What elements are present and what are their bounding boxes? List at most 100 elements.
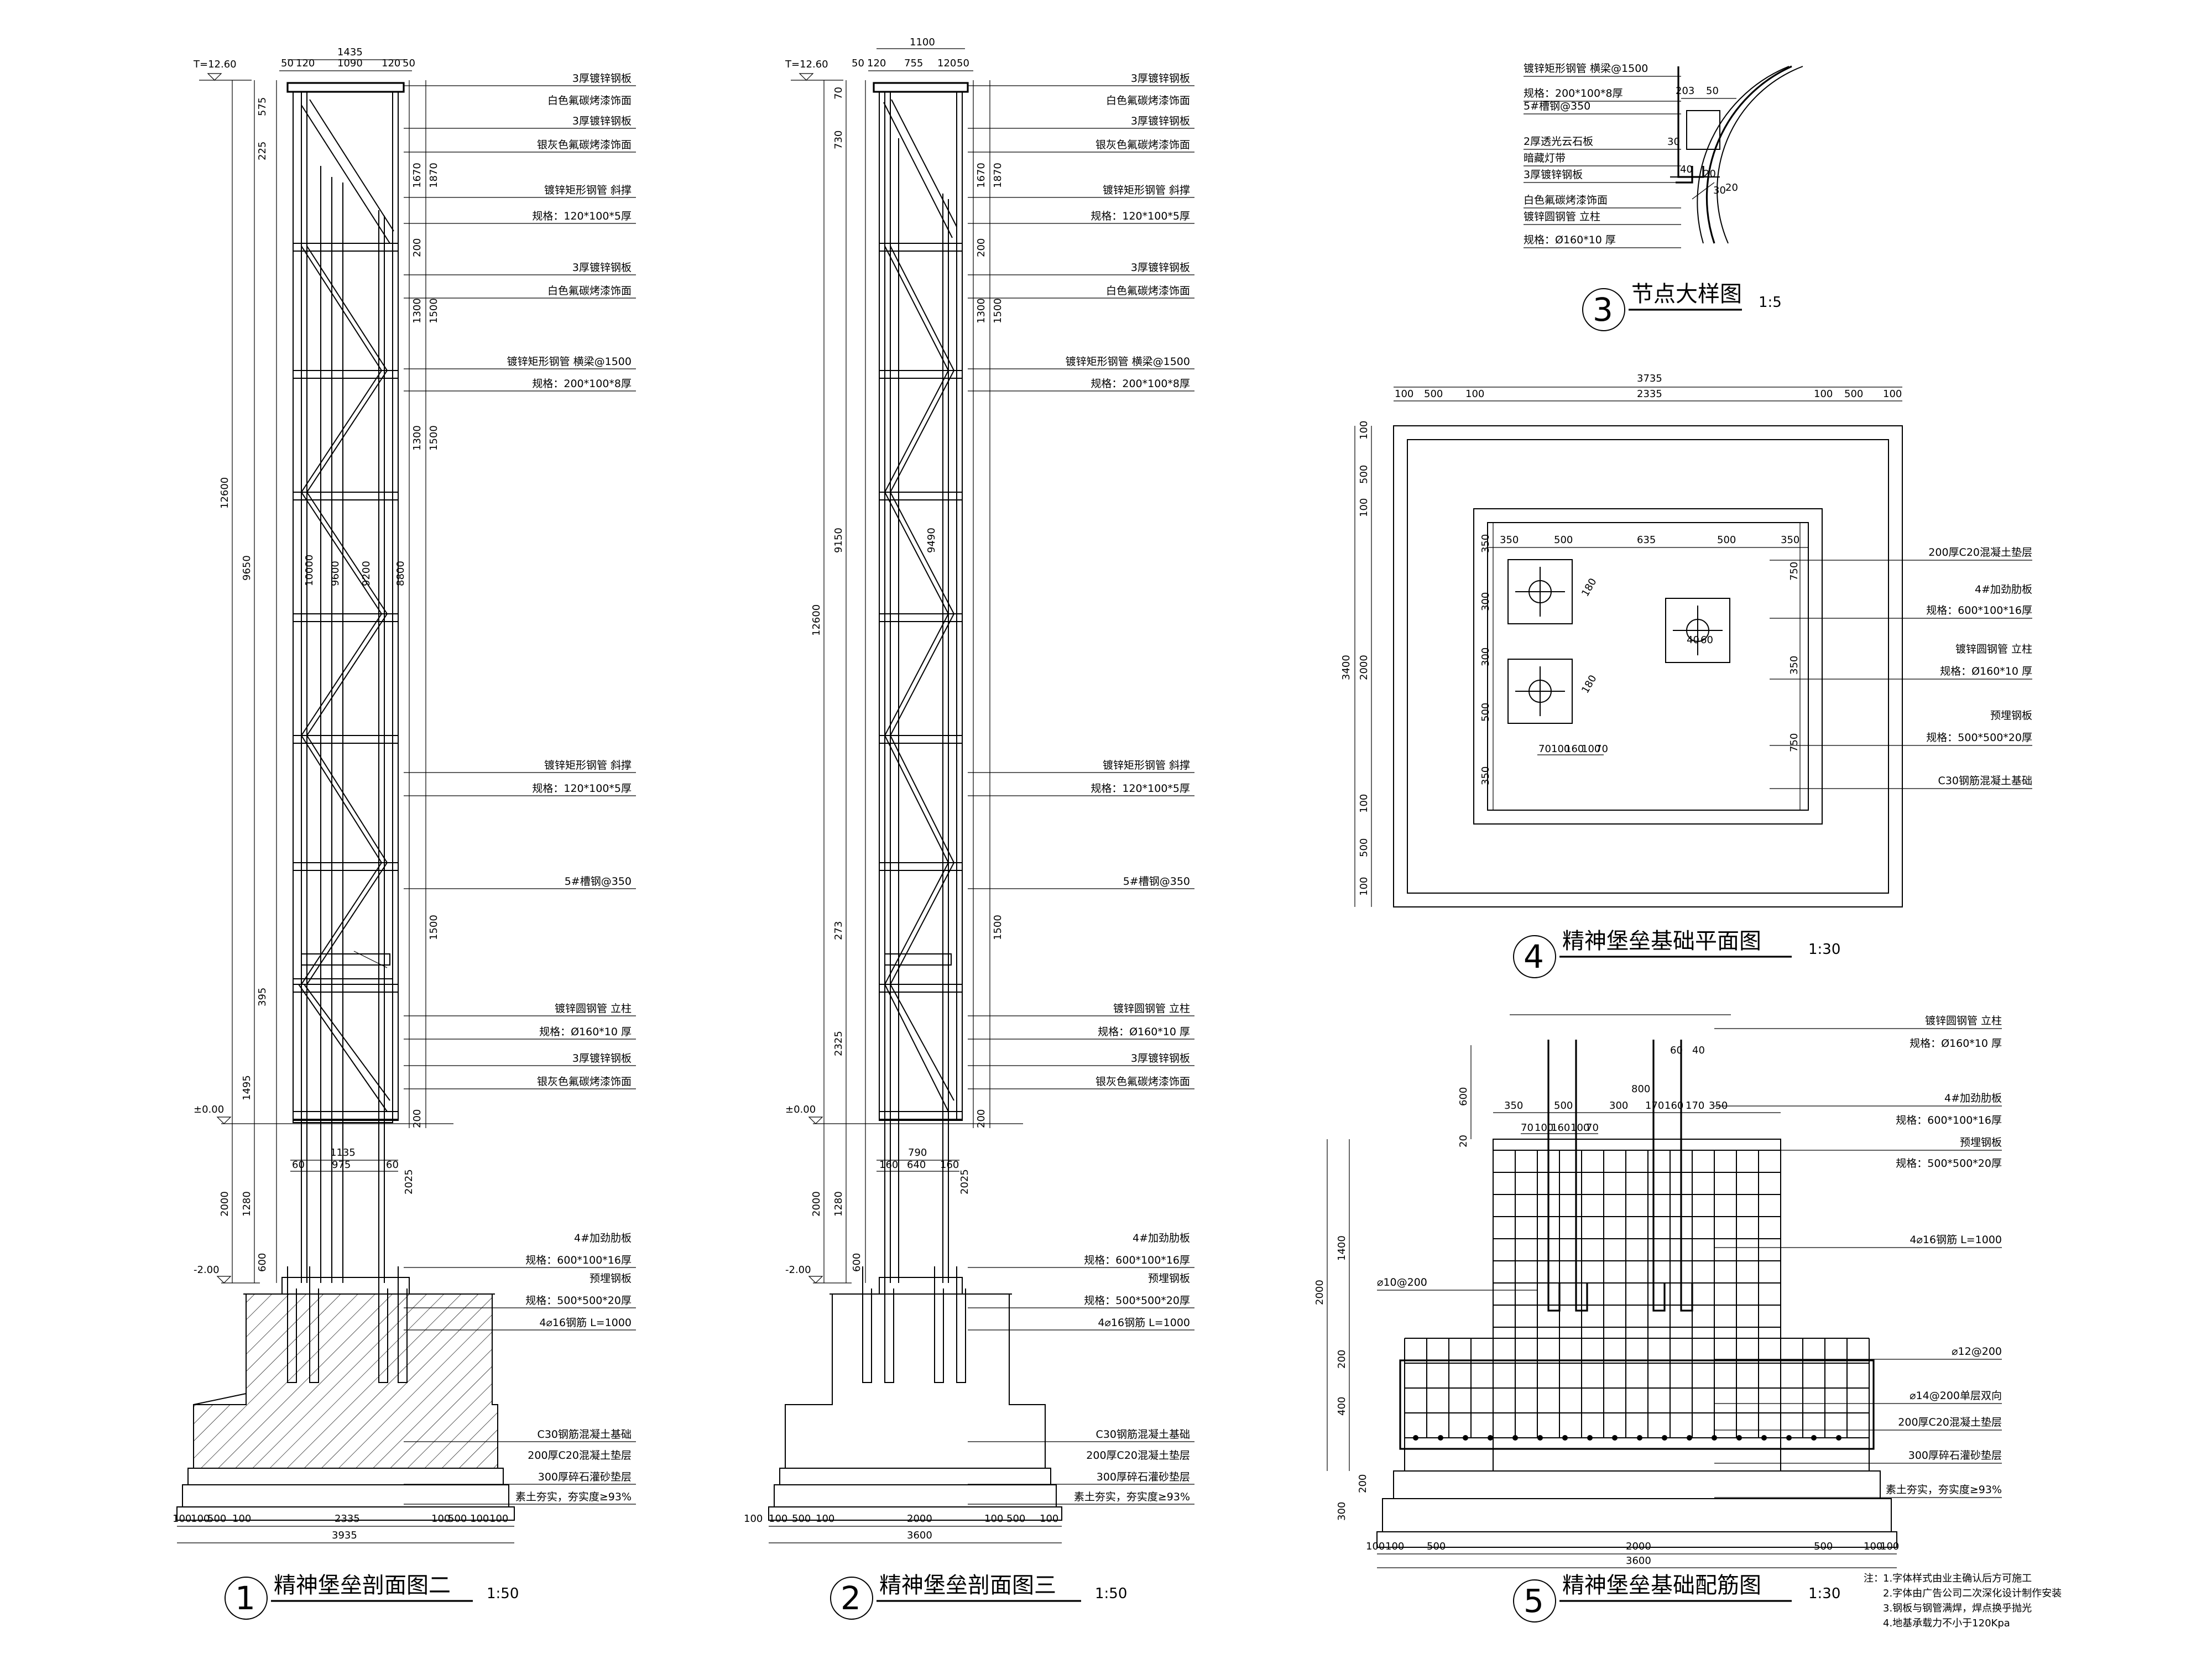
svg-text:500: 500 [1006,1513,1025,1525]
svg-text:160: 160 [879,1159,898,1171]
svg-text:3400: 3400 [1340,655,1352,680]
section3-label: 镀锌矩形钢管 横梁@1500 [1066,356,1190,368]
svg-text:8800: 8800 [395,561,406,586]
rebar-label: ⌀14@200单层双向 [1910,1390,2002,1402]
svg-text:2000: 2000 [219,1191,231,1217]
svg-text:100: 100 [1366,1541,1385,1552]
section3-label: 规格：120*100*5厚 [1091,210,1190,222]
elevation-marker-top: T=12.60 [193,59,252,81]
svg-text:100: 100 [1883,388,1902,400]
section3-label: 4⌀16钢筋 L=1000 [1098,1317,1190,1329]
svg-text:精神堡垒剖面图三: 精神堡垒剖面图三 [879,1573,1056,1598]
svg-text:60: 60 [386,1159,399,1171]
svg-text:40: 40 [1687,634,1699,646]
plan-label: 规格：500*500*20厚 [1926,732,2032,744]
svg-text:100: 100 [489,1513,508,1525]
svg-text:575: 575 [257,97,268,116]
svg-text:20: 20 [1725,182,1738,194]
svg-text:40: 40 [1680,164,1693,175]
svg-text:±0.00: ±0.00 [785,1104,816,1115]
svg-text:1.字体样式由业主确认后方可施工: 1.字体样式由业主确认后方可施工 [1883,1573,2032,1584]
svg-text:600: 600 [851,1253,863,1272]
svg-text:精神堡垒基础配筋图: 精神堡垒基础配筋图 [1562,1573,1761,1598]
node-detail-view: 镀锌矩形钢管 横梁@1500规格：200*100*8厚5#槽钢@3502厚透光云… [1524,62,1803,331]
section2-label: 规格：120*100*5厚 [532,210,632,222]
right-dimensions: 1670 1870 200 1300 1500 1300 1500 10000 … [304,80,440,1128]
svg-text:750: 750 [1788,562,1800,581]
svg-text:100: 100 [1582,743,1600,755]
svg-text:500: 500 [1554,1100,1573,1112]
svg-text:100: 100 [1814,388,1833,400]
elevation-marker-zero: ±0.00 [785,1104,1023,1124]
svg-text:100: 100 [744,1513,763,1525]
svg-text:160: 160 [940,1159,959,1171]
plan-label: C30钢筋混凝土基础 [1938,775,2032,787]
foundation-section [768,1266,1062,1521]
svg-text:100: 100 [1571,1122,1589,1134]
svg-text:100: 100 [1358,421,1370,440]
svg-text:350: 350 [1480,534,1491,553]
svg-text:3.钢板与钢管满焊，焊点换乎抛光: 3.钢板与钢管满焊，焊点换乎抛光 [1883,1603,2032,1614]
svg-text:2325: 2325 [833,1031,844,1056]
svg-text:1100: 1100 [910,36,935,48]
section2-label: 3厚镀锌钢板 [572,262,632,274]
view-title-2: 2 精神堡垒剖面图三 1:50 [830,1573,1127,1620]
rebar-label: ⌀10@200 [1377,1276,1427,1288]
plan-label: 规格：600*100*16厚 [1926,604,2032,617]
section2-label: 4#加劲肋板 [574,1232,632,1244]
svg-text:120: 120 [296,58,315,69]
section2-label: 规格：120*100*5厚 [532,782,632,795]
svg-text:9490: 9490 [926,528,937,553]
plan-misc-dims: 180 180 40 60 70 100 160 100 70 [1537,576,1713,755]
section2-label: 3厚镀锌钢板 [572,115,632,127]
svg-text:1300: 1300 [975,298,987,324]
section2-label: 白色氟碳烤漆饰面 [547,285,632,297]
svg-text:1500: 1500 [428,298,440,324]
svg-text:T=12.60: T=12.60 [193,59,237,70]
svg-text:70: 70 [1586,1122,1599,1134]
bottom-dimensions: 100 100 500 100 2335 100 500 100 100 393… [173,1513,514,1543]
svg-text:精神堡垒剖面图二: 精神堡垒剖面图二 [274,1573,451,1598]
svg-text:1500: 1500 [992,298,1004,324]
svg-text:200: 200 [975,1109,987,1128]
svg-text:1:5: 1:5 [1759,294,1782,311]
svg-text:2000: 2000 [1626,1541,1651,1552]
svg-text:70: 70 [1521,1122,1533,1134]
svg-text:-2.00: -2.00 [194,1264,220,1276]
svg-text:500: 500 [207,1513,226,1525]
svg-text:1: 1 [235,1579,255,1617]
svg-text:2335: 2335 [335,1513,360,1525]
svg-text:200: 200 [975,238,987,257]
svg-text:200: 200 [1336,1350,1348,1369]
plan-label: 200厚C20混凝土垫层 [1928,546,2032,559]
detail-label: 2厚透光云石板 [1524,135,1593,148]
detail-label: 镀锌矩形钢管 横梁@1500 [1524,62,1648,75]
svg-text:750: 750 [1788,733,1800,752]
section3-label: 白色氟碳烤漆饰面 [1106,285,1190,297]
svg-text:100: 100 [816,1513,834,1525]
svg-text:4: 4 [1524,938,1544,975]
section2-label: 3厚镀锌钢板 [572,72,632,85]
svg-text:60: 60 [292,1159,305,1171]
svg-text:350: 350 [1788,656,1800,675]
svg-text:2025: 2025 [959,1169,971,1194]
rebar-bottom-dims: 100 100 500 2000 500 100 100 3600 [1366,1541,1899,1568]
svg-text:170: 170 [1645,1100,1664,1112]
section2-label: 4⌀16钢筋 L=1000 [539,1317,632,1329]
svg-text:100: 100 [1358,877,1370,896]
section2-label: 镀锌矩形钢管 斜撑 [544,184,632,196]
svg-text:注：: 注： [1864,1573,1884,1584]
svg-text:975: 975 [332,1159,351,1171]
svg-text:3735: 3735 [1637,373,1662,384]
svg-text:350: 350 [1480,766,1491,785]
section2-label: 300厚碎石灌砂垫层 [538,1471,632,1483]
rebar-label: 素土夯实，夯实度≥93% [1886,1484,2002,1496]
svg-text:9200: 9200 [361,561,372,586]
section2-label: 镀锌圆钢管 立柱 [555,1003,632,1015]
svg-text:40: 40 [1692,1045,1705,1056]
tower-structure [286,82,405,1283]
view-title-4: 4 精神堡垒基础平面图 1:30 [1513,928,1840,978]
svg-text:100: 100 [431,1513,450,1525]
left-dimensions: 12600 9650 1495 2000 225 575 395 1280 60… [219,80,277,1283]
section2-label: 镀锌矩形钢管 横梁@1500 [507,356,632,368]
